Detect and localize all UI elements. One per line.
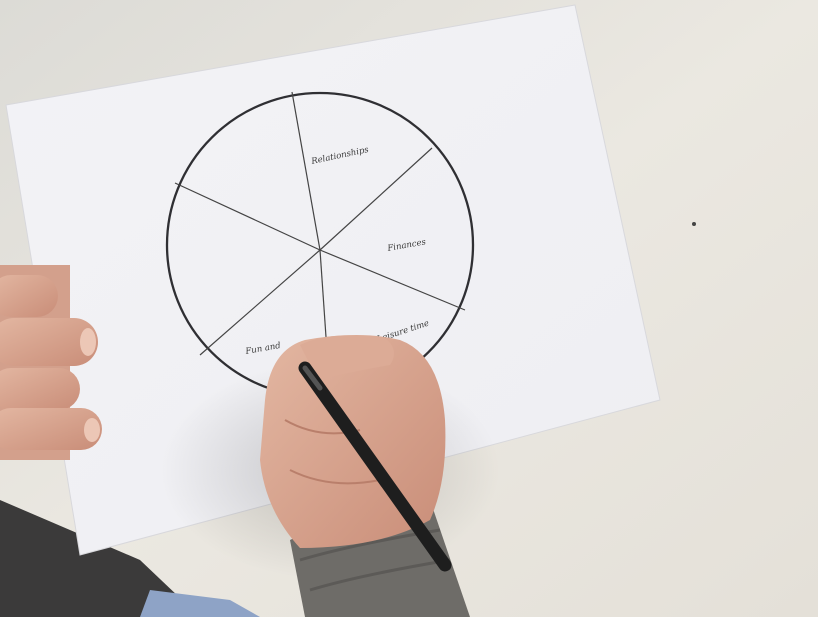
left-finger — [0, 275, 58, 317]
left-finger — [0, 368, 80, 410]
table-speck — [692, 222, 696, 226]
